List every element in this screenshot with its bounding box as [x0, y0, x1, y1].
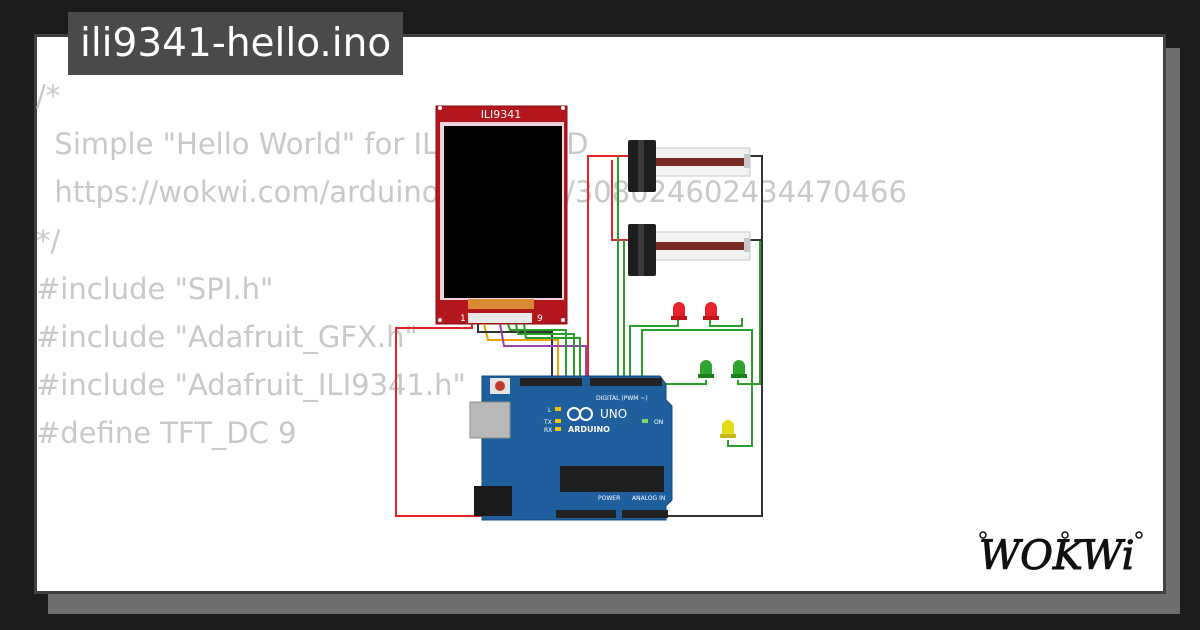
analog-label: ANALOG IN [632, 495, 665, 502]
power-label: POWER [598, 495, 620, 502]
code-line: #define TFT_DC 9 [36, 416, 297, 451]
green-led [731, 360, 747, 378]
ili9341-display: ILI9341 1 9 [435, 105, 568, 325]
arduino-model: UNO [600, 407, 627, 421]
display-label: ILI9341 [481, 108, 522, 121]
code-line: #include "Adafruit_ILI9341.h" [36, 368, 466, 403]
lcd-screen [444, 126, 562, 298]
yellow-led [720, 420, 736, 438]
code-line: */ [36, 223, 61, 258]
display-pin-first: 1 [460, 314, 466, 324]
l-label: L [548, 407, 552, 414]
red-led [671, 302, 687, 320]
on-label: ON [654, 419, 663, 426]
red-led [703, 302, 719, 320]
sketch-title: ili9341-hello.ino [68, 12, 404, 75]
code-line: #include "Adafruit_GFX.h" [36, 320, 418, 355]
rx-label: RX [544, 427, 552, 434]
arduino-uno-board: UNO ARDUINO DIGITAL (PWM ~) POWER ANALOG… [469, 375, 673, 521]
green-led [698, 360, 714, 378]
wokwi-logo: WOKWi [979, 531, 1143, 580]
code-line: #include "SPI.h" [36, 271, 274, 306]
code-line: /* [36, 79, 61, 113]
slide-potentiometer [628, 224, 751, 276]
display-pin-last: 9 [537, 314, 543, 324]
digital-label: DIGITAL (PWM ~) [596, 395, 648, 402]
brand-text: WOKWi [979, 533, 1135, 579]
tx-label: TX [543, 419, 552, 426]
arduino-brand: ARDUINO [568, 425, 610, 434]
slide-potentiometer [628, 140, 751, 192]
